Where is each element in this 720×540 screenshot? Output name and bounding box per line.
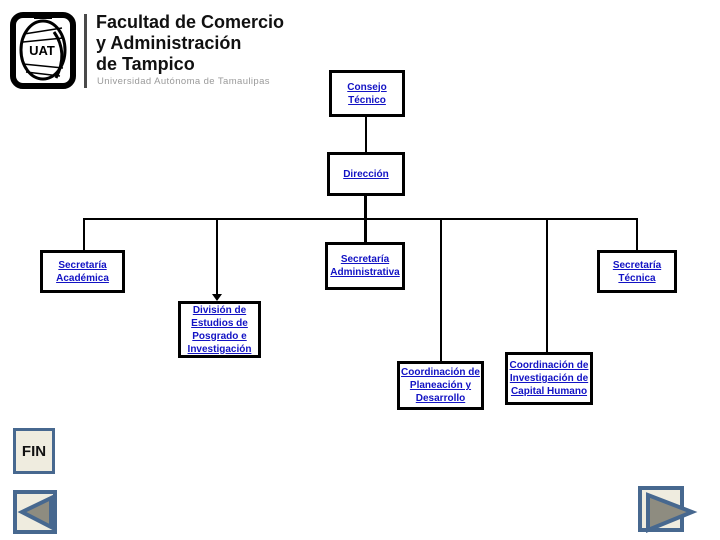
org-node-coordinacion-planeacion: Coordinación de Planeación y Desarrollo bbox=[397, 361, 484, 410]
previous-slide-button[interactable] bbox=[13, 490, 57, 534]
title-line-2: y Administración bbox=[96, 33, 242, 53]
title-line-1: Facultad de Comercio bbox=[96, 12, 285, 32]
link-secretaria-academica[interactable]: Secretaría Académica bbox=[56, 259, 109, 284]
prev-arrow-icon bbox=[17, 494, 53, 531]
faculty-title: Facultad de Comercio y Administración de… bbox=[96, 12, 376, 75]
link-division-posgrado[interactable]: División de Estudios de Posgrado e Inves… bbox=[187, 304, 252, 355]
connector-to-tecnica bbox=[636, 220, 638, 250]
next-arrow-icon bbox=[646, 492, 698, 533]
link-coordinacion-investigacion[interactable]: Coordinación de Investigación de Capital… bbox=[509, 360, 589, 397]
org-node-direccion: Dirección bbox=[327, 152, 405, 196]
connector-direccion-trunk bbox=[364, 195, 367, 220]
connector-to-administrativa bbox=[364, 220, 367, 243]
org-node-secretaria-administrativa: Secretaría Administrativa bbox=[325, 242, 405, 290]
connector-to-planeacion bbox=[440, 220, 442, 361]
title-line-3: de Tampico bbox=[96, 54, 195, 74]
org-node-division-posgrado: División de Estudios de Posgrado e Inves… bbox=[178, 301, 261, 358]
header-divider bbox=[84, 14, 87, 88]
arrowhead-division bbox=[212, 294, 222, 301]
link-consejo-tecnico[interactable]: Consejo Técnico bbox=[347, 81, 387, 106]
link-secretaria-tecnica[interactable]: Secretaría Técnica bbox=[612, 259, 662, 284]
link-direccion[interactable]: Dirección bbox=[343, 168, 389, 180]
connector-horizontal-main bbox=[83, 218, 638, 220]
org-node-consejo-tecnico: Consejo Técnico bbox=[329, 70, 405, 117]
connector-to-academica bbox=[83, 220, 85, 250]
org-node-secretaria-tecnica: Secretaría Técnica bbox=[597, 250, 677, 293]
university-subtitle: Universidad Autónoma de Tamaulipas bbox=[97, 76, 270, 87]
connector-consejo-direccion bbox=[365, 117, 367, 153]
connector-to-investigacion bbox=[546, 220, 548, 352]
next-slide-button[interactable] bbox=[638, 486, 698, 533]
org-node-secretaria-academica: Secretaría Académica bbox=[40, 250, 125, 293]
uat-crest-logo: UAT bbox=[10, 12, 76, 89]
connector-to-division bbox=[216, 220, 218, 295]
link-secretaria-administrativa[interactable]: Secretaría Administrativa bbox=[330, 254, 400, 278]
fin-button[interactable]: FIN bbox=[13, 428, 55, 474]
link-coordinacion-planeacion[interactable]: Coordinación de Planeación y Desarrollo bbox=[401, 367, 480, 404]
svg-text:UAT: UAT bbox=[29, 43, 55, 58]
org-node-coordinacion-investigacion: Coordinación de Investigación de Capital… bbox=[505, 352, 593, 405]
